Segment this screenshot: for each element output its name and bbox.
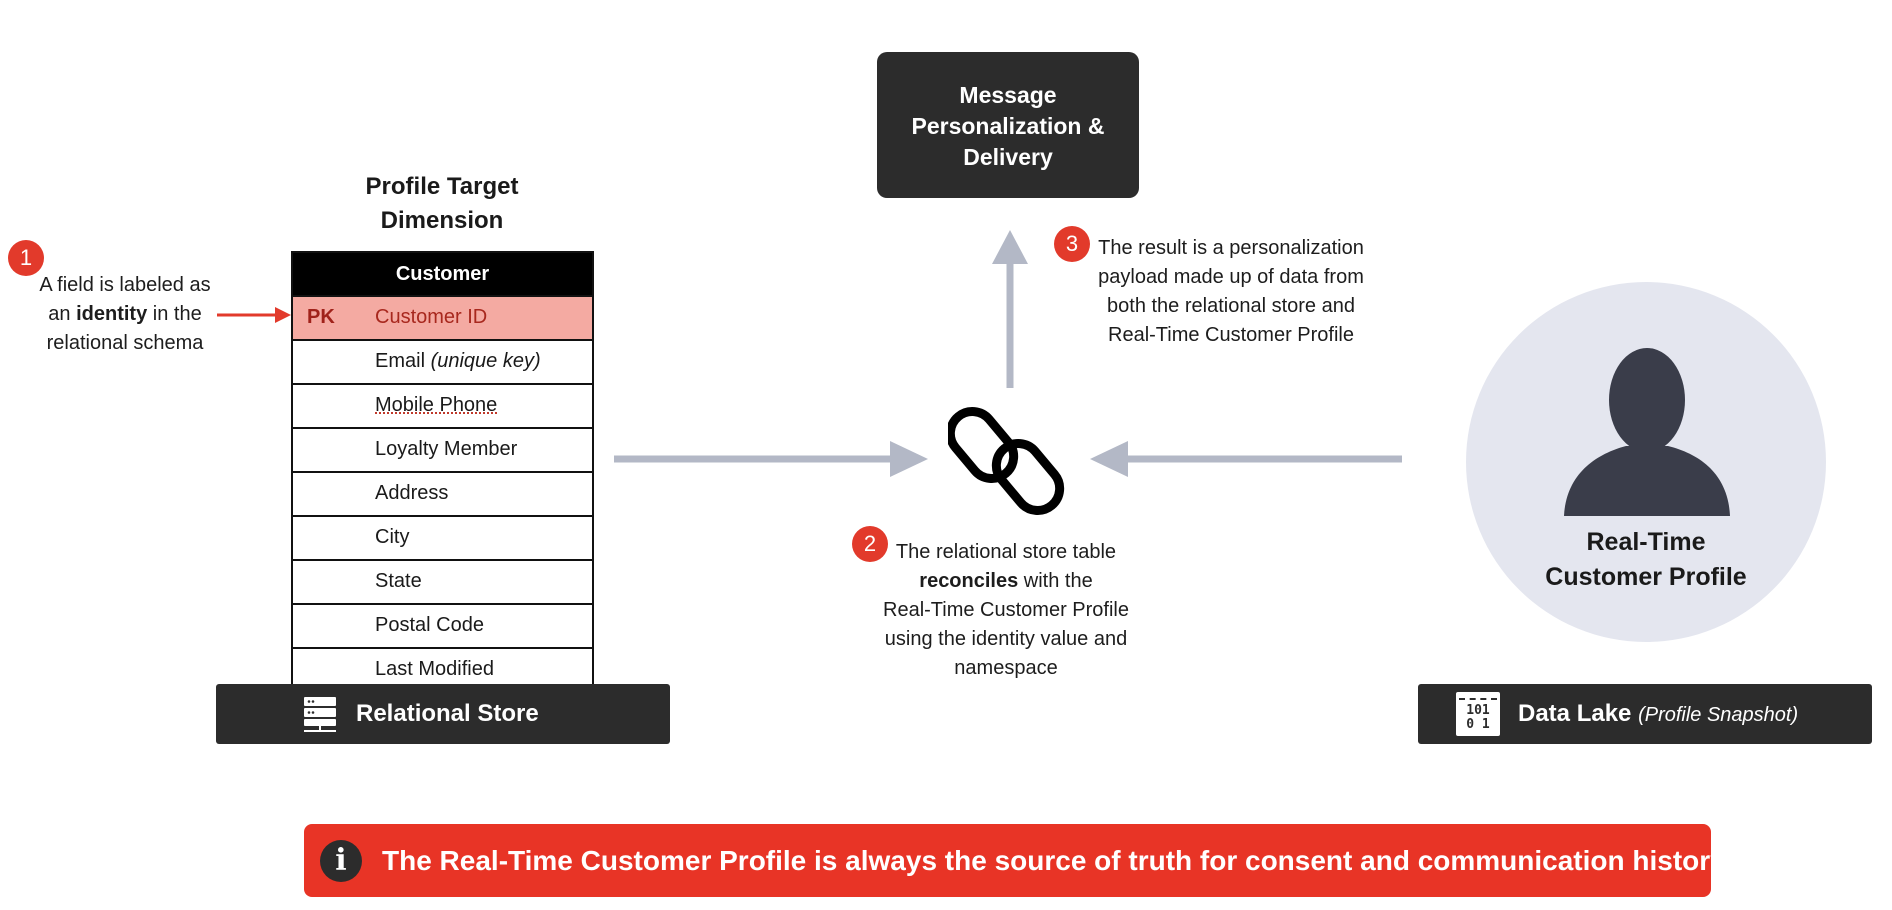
profile-label-line2: Customer Profile — [1545, 563, 1747, 591]
binary-icon-bottom: 0 1 — [1466, 717, 1490, 732]
table-title-line2: Dimension — [380, 207, 504, 234]
table-row: Loyalty Member — [293, 427, 592, 471]
primary-key-label: PK — [307, 306, 335, 328]
identity-note-bold: identity — [76, 303, 148, 325]
message-box-line2: Personalization & — [911, 113, 1105, 139]
table-row: Mobile Phone — [293, 383, 592, 427]
arrow-chain-to-message — [992, 230, 1028, 388]
result-note-line1: The result is a personalization — [1098, 237, 1364, 259]
step-1-badge: 1 — [8, 240, 44, 276]
result-note-line3: both the relational store and — [1107, 295, 1355, 317]
table-row: Last Modified — [293, 647, 592, 691]
relational-store-label: Relational Store — [356, 700, 539, 727]
field-label: Email (unique key) — [375, 341, 541, 381]
table-title-line1: Profile Target — [365, 173, 519, 200]
reconcile-note-line4: using the identity value and — [884, 628, 1128, 650]
message-delivery-box: Message Personalization & Delivery — [877, 52, 1139, 198]
message-box-line3: Delivery — [963, 144, 1053, 170]
message-box-line1: Message — [959, 82, 1057, 108]
field-label: Customer ID — [375, 306, 488, 328]
reconcile-note-line5: namespace — [954, 657, 1058, 679]
reconcile-note-line2: reconciles with the — [870, 567, 1142, 596]
identity-note-line3: relational schema — [46, 332, 204, 354]
step-3-badge: 3 — [1054, 226, 1090, 262]
chain-link-icon — [948, 407, 1065, 515]
info-icon: i — [320, 840, 362, 882]
field-label: City — [375, 526, 410, 548]
banner-text: The Real-Time Customer Profile is always… — [382, 845, 1726, 876]
reconcile-note-line1: The relational store table — [895, 541, 1117, 563]
identity-note: A field is labeled as an identity in the… — [30, 271, 220, 358]
field-label: State — [375, 570, 422, 592]
table-row: City — [293, 515, 592, 559]
table-row: Address — [293, 471, 592, 515]
field-label: Loyalty Member — [375, 438, 518, 460]
data-lake-bar: 101 0 1 Data Lake (Profile Snapshot) — [1418, 684, 1872, 744]
step-2-badge: 2 — [852, 526, 888, 562]
table-row: PK Customer ID — [293, 295, 592, 339]
identity-note-line1: A field is labeled as — [39, 274, 211, 296]
field-label: Mobile Phone — [375, 394, 498, 416]
binary-icon-top: 101 — [1466, 703, 1490, 718]
identity-arrow — [217, 307, 291, 323]
field-note: (unique key) — [430, 350, 541, 372]
field-label: Last Modified — [375, 658, 494, 680]
table-title: Profile Target Dimension — [292, 170, 592, 238]
result-note: The result is a personalization payload … — [1084, 234, 1378, 350]
table-row: Postal Code — [293, 603, 592, 647]
table-row: State — [293, 559, 592, 603]
arrow-store-to-chain — [614, 441, 928, 477]
relational-store-bar: Relational Store — [216, 684, 670, 744]
data-lake-label-text: Data Lake — [1518, 700, 1639, 727]
table-header: Customer — [293, 253, 592, 295]
result-note-line2: payload made up of data from — [1098, 266, 1364, 288]
profile-label-line1: Real-Time — [1586, 528, 1706, 556]
field-label: Postal Code — [375, 614, 484, 636]
person-icon — [1564, 348, 1730, 516]
profile-label: Real-Time Customer Profile — [1466, 525, 1826, 595]
server-icon — [304, 697, 336, 732]
data-lake-label: Data Lake (Profile Snapshot) — [1518, 684, 1798, 745]
info-banner: i The Real-Time Customer Profile is alwa… — [304, 824, 1726, 897]
identity-note-line2-post: in the — [147, 303, 202, 325]
table-row: Email (unique key) — [293, 339, 592, 383]
field-label: Address — [375, 482, 449, 504]
identity-note-line2-pre: an — [48, 303, 77, 325]
identity-note-line2: an identity in the — [30, 300, 220, 329]
arrow-profile-to-chain — [1090, 441, 1402, 477]
field-label-text: Email — [375, 350, 431, 372]
binary-data-icon: 101 0 1 — [1456, 692, 1500, 736]
data-lake-note: (Profile Snapshot) — [1638, 704, 1799, 726]
reconcile-note: The relational store table reconciles wi… — [870, 538, 1142, 683]
reconcile-note-line2-post: with the — [1018, 570, 1093, 592]
reconcile-note-line3: Real-Time Customer Profile — [883, 599, 1129, 621]
reconcile-note-bold: reconciles — [919, 570, 1019, 592]
customer-table: Customer PK Customer ID Email (unique ke… — [291, 251, 594, 693]
result-note-line4: Real-Time Customer Profile — [1108, 324, 1354, 346]
